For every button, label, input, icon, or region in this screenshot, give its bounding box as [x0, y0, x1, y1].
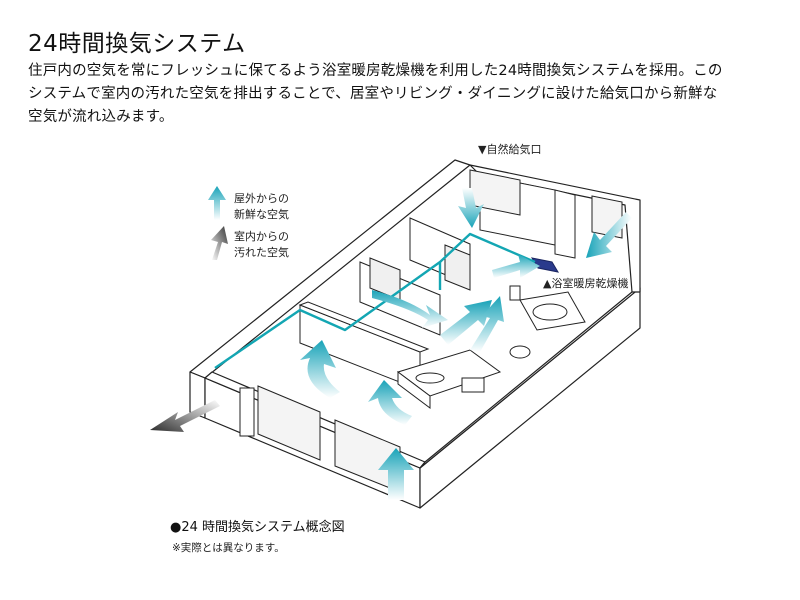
diagram-caption: ●24 時間換気システム概念図 — [170, 520, 345, 535]
fresh-air-arrow — [368, 380, 412, 425]
fresh-air-arrow — [372, 290, 448, 328]
disclaimer-note: ※実際とは異なります。 — [172, 542, 285, 554]
fresh-air-arrow — [492, 254, 540, 278]
fresh-air-arrow — [378, 448, 414, 500]
description: 住戸内の空気を常にフレッシュに保てるよう浴室暖房乾燥機を利用した24時間換気シス… — [28, 60, 778, 129]
fresh-air-arrow — [586, 212, 632, 258]
stale-air-legend-line2: 汚れた空気 — [234, 246, 289, 259]
stale-air-legend-line1: 室内からの — [234, 230, 289, 243]
stale-air-legend: 室内からの 汚れた空気 — [234, 229, 289, 261]
fresh-air-arrow — [440, 300, 492, 345]
fresh-air-arrow — [470, 296, 504, 352]
bath-dryer-label: ▲浴室暖房乾燥機 — [543, 277, 629, 290]
fresh-air-legend: 屋外からの 新鮮な空気 — [234, 191, 289, 223]
natural-intake-label: ▼自然給気口 — [478, 143, 542, 156]
fresh-air-legend-line1: 屋外からの — [234, 192, 289, 205]
ventilation-ducts — [214, 232, 536, 369]
page-title: 24時間換気システム — [28, 31, 246, 57]
interior-walls — [239, 169, 623, 493]
fresh-air-arrows — [300, 188, 632, 500]
description-line-1: 住戸内の空気を常にフレッシュに保てるよう浴室暖房乾燥機を利用した24時間換気シス… — [28, 63, 723, 79]
stale-air-arrow — [150, 400, 220, 432]
fresh-air-arrow — [300, 340, 340, 398]
description-line-3: 空気が流れ込みます。 — [28, 109, 174, 125]
description-line-2: システムで室内の汚れた空気を排出することで、居室やリビング・ダイニングに設けた給… — [28, 86, 718, 102]
fresh-air-legend-line2: 新鮮な空気 — [234, 208, 289, 221]
stale-air-arrows — [150, 400, 220, 432]
fresh-air-legend-icon — [208, 186, 226, 220]
stale-air-legend-icon — [211, 226, 228, 260]
fresh-air-arrow — [458, 188, 484, 228]
